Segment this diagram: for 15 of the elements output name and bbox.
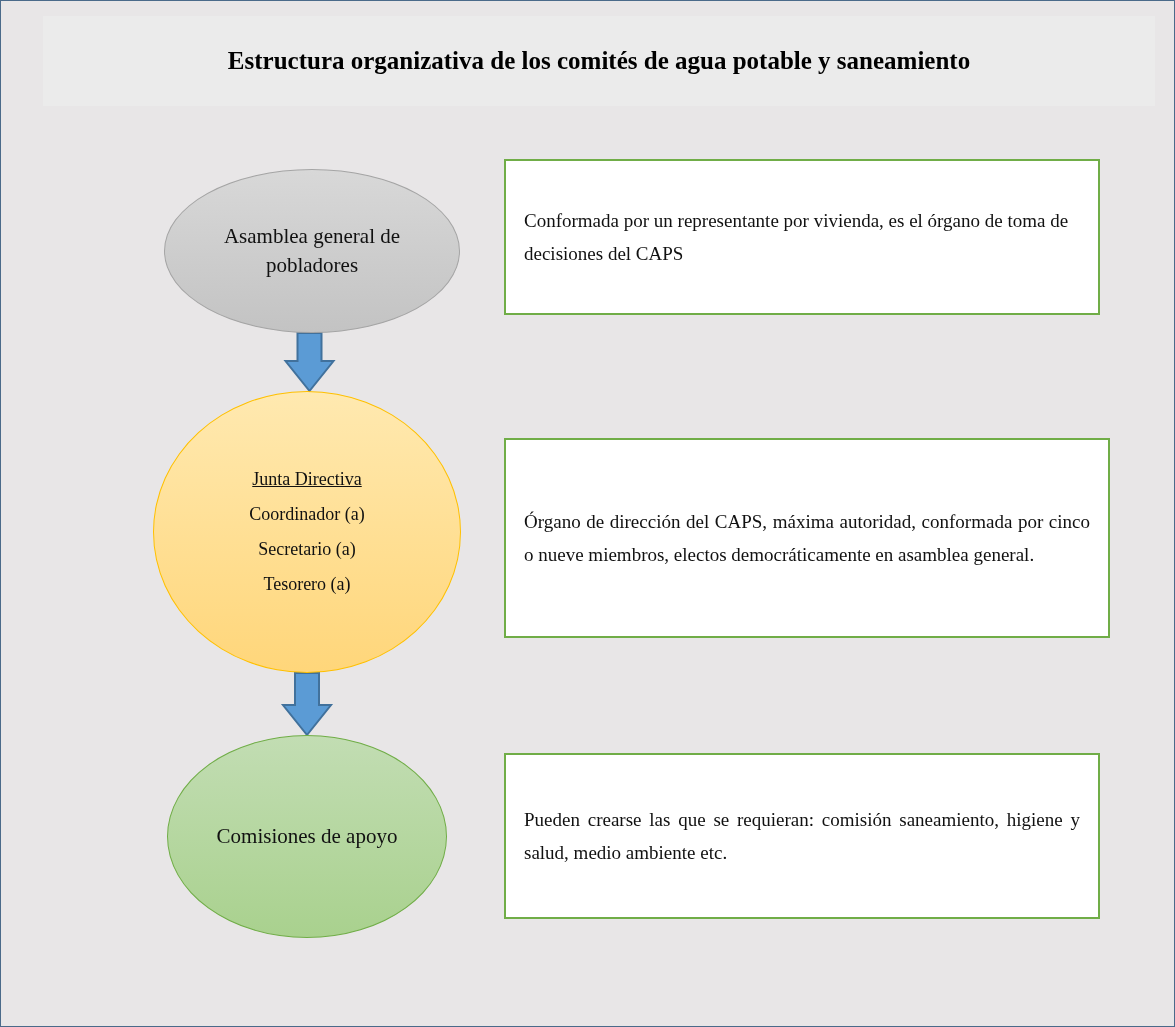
- description-box: [504, 438, 1110, 638]
- node-label: Secretario (a): [258, 538, 356, 561]
- node-label: Tesorero (a): [263, 573, 351, 597]
- node-heading: Junta Directiva: [252, 467, 362, 491]
- description-text: Pueden crearse las que se requieran: comisión saneamiento, higiene y salud, medio ambiente etc.: [524, 807, 1080, 865]
- block-arrow: [280, 672, 334, 737]
- description-text: Órgano de dirección del CAPS, máxima autoridad, conformada por cinco o nueve miembros, electos democráticamente en asamblea general.: [524, 509, 1090, 567]
- node-label: Asamblea general de pobladores: [222, 222, 402, 279]
- description-box: [504, 159, 1100, 315]
- description-text: Conformada por un representante por vivienda, es el órgano de toma de decisiones del CAPS: [524, 208, 1070, 266]
- node-label: Coordinador (a): [249, 502, 365, 526]
- description-box: [504, 753, 1100, 919]
- node-label: Comisiones de apoyo: [216, 822, 398, 850]
- title: Estructura organizativa de los comités de agua potable y saneamiento: [227, 47, 971, 75]
- block-arrow: [283, 332, 336, 393]
